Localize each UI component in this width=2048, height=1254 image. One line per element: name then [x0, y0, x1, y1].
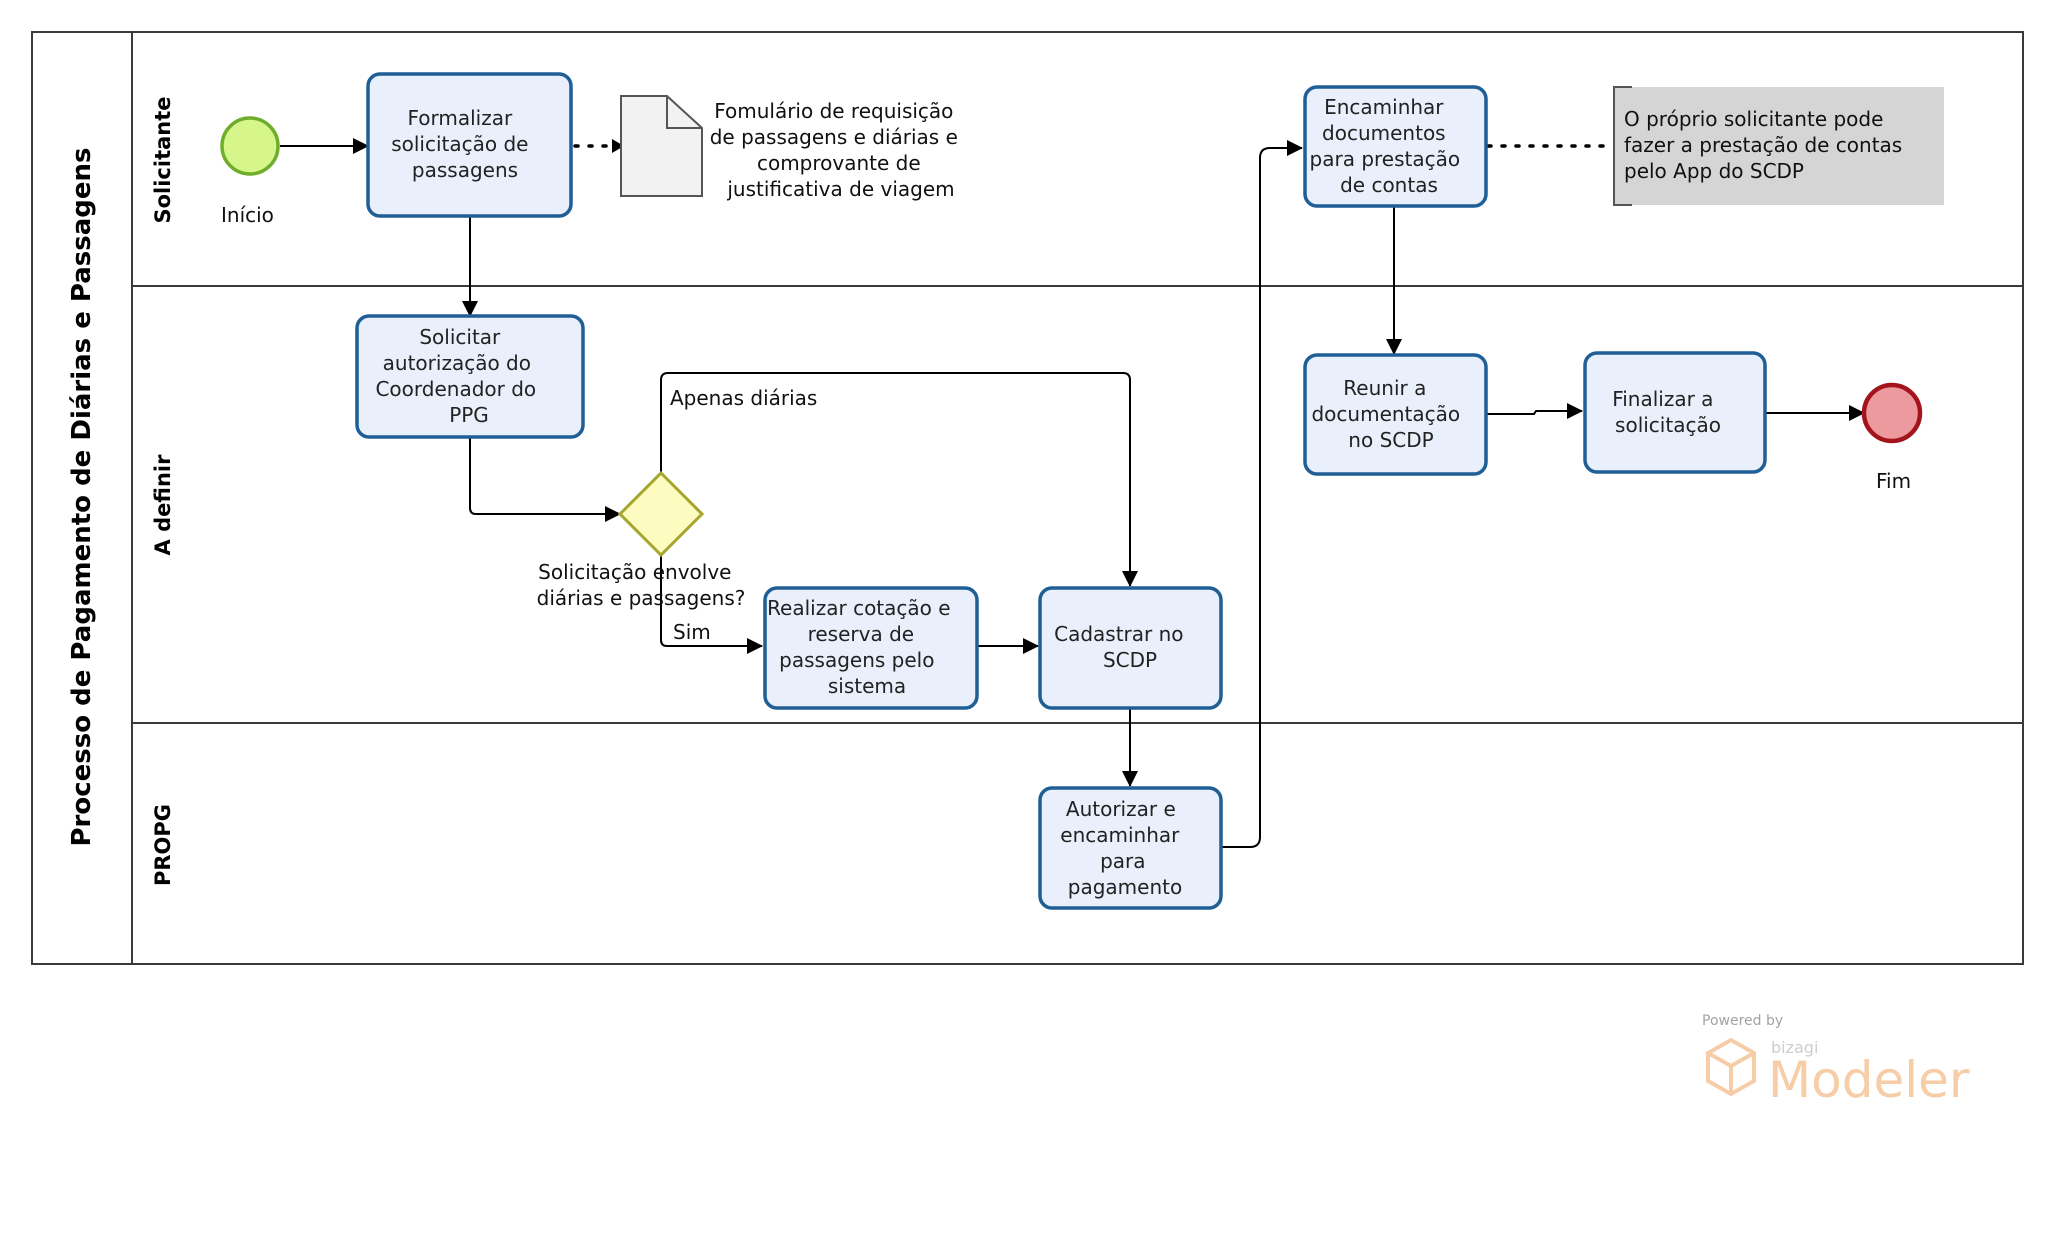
lane-label-propg: PROPG — [151, 804, 175, 886]
text-annotation[interactable]: O próprio solicitante pode fazer a prest… — [1613, 86, 1944, 206]
task-autorizar-encaminhar[interactable]: Autorizar e encaminhar para pagamento — [1038, 786, 1223, 910]
pool — [31, 31, 2024, 965]
annotation-text: O próprio solicitante pode fazer a prest… — [1624, 107, 1909, 183]
document-label: Fomulário de requisição de passagens e d… — [710, 99, 965, 201]
end-event-label: Fim — [1876, 469, 1911, 493]
flow-reunir-to-finalizar — [1484, 403, 1583, 419]
svg-text:Formalizar solicitação d: Formalizar solicitação de passagens — [391, 106, 535, 182]
lane-label-a-definir: A definir — [151, 454, 175, 556]
flow-autorizar-to-encaminhar — [1221, 140, 1303, 848]
svg-text:Finalizar a solicitação: Finalizar a solicitação — [1612, 387, 1721, 437]
sequence-flows — [280, 138, 1865, 848]
gateway-branch-sim: Sim — [673, 620, 711, 644]
task-cadastrar-scdp[interactable]: Cadastrar no SCDP — [1038, 586, 1223, 710]
pool-title: Processo de Pagamento de Diárias e Passa… — [67, 147, 97, 846]
gateway-branch-apenas-diarias: Apenas diárias — [670, 386, 817, 410]
gateway-question: Solicitação envolve diárias e passagens? — [537, 560, 746, 610]
task-solicitar-autorizacao[interactable]: Solicitar autorização do Coordenador do … — [355, 314, 585, 439]
association-arrowhead — [612, 139, 624, 153]
exclusive-gateway[interactable] — [617, 470, 705, 558]
svg-text:Realizar cotação e reser: Realizar cotação e reserva de passagens … — [767, 596, 957, 698]
bizagi-watermark: Powered by bizagi Modeler — [1702, 1013, 1970, 1109]
task-realizar-cotacao[interactable]: Realizar cotação e reserva de passagens … — [763, 586, 979, 710]
start-event-label: Início — [221, 203, 274, 227]
start-event[interactable] — [220, 116, 280, 176]
watermark-brand: bizagi — [1771, 1038, 1818, 1057]
flow-solicitar-to-gateway — [469, 437, 621, 522]
task-formalizar-solicitacao[interactable]: Formalizar solicitação de passagens — [366, 72, 573, 218]
task-encaminhar-documentos[interactable]: Encaminhar documentos para prestação de … — [1303, 85, 1488, 208]
watermark-powered-by: Powered by — [1702, 1013, 1783, 1029]
document-icon[interactable] — [620, 95, 703, 197]
svg-text:Reunir a documentação: Reunir a documentação no SCDP — [1311, 376, 1466, 452]
watermark-product: Modeler — [1768, 1051, 1970, 1109]
task-reunir-documentacao[interactable]: Reunir a documentação no SCDP — [1303, 353, 1488, 476]
end-event[interactable] — [1861, 382, 1923, 444]
lane-label-solicitante: Solicitante — [151, 96, 175, 223]
svg-text:Cadastrar no SCDP: Cadastrar no SCDP — [1054, 622, 1190, 672]
svg-text:Encaminhar documentos: Encaminhar documentos para prestação de … — [1310, 95, 1467, 197]
svg-text:Solicitar autorização do: Solicitar autorização do Coordenador do … — [375, 325, 542, 427]
task-finalizar-solicitacao[interactable]: Finalizar a solicitação — [1583, 351, 1767, 474]
flow-gateway-sim — [660, 555, 763, 654]
bizagi-cube-icon — [1706, 1037, 1756, 1097]
flow-gateway-apenas-diarias — [660, 372, 1138, 587]
svg-text:Autorizar e encaminhar: Autorizar e encaminhar para pagamento — [1060, 797, 1185, 899]
